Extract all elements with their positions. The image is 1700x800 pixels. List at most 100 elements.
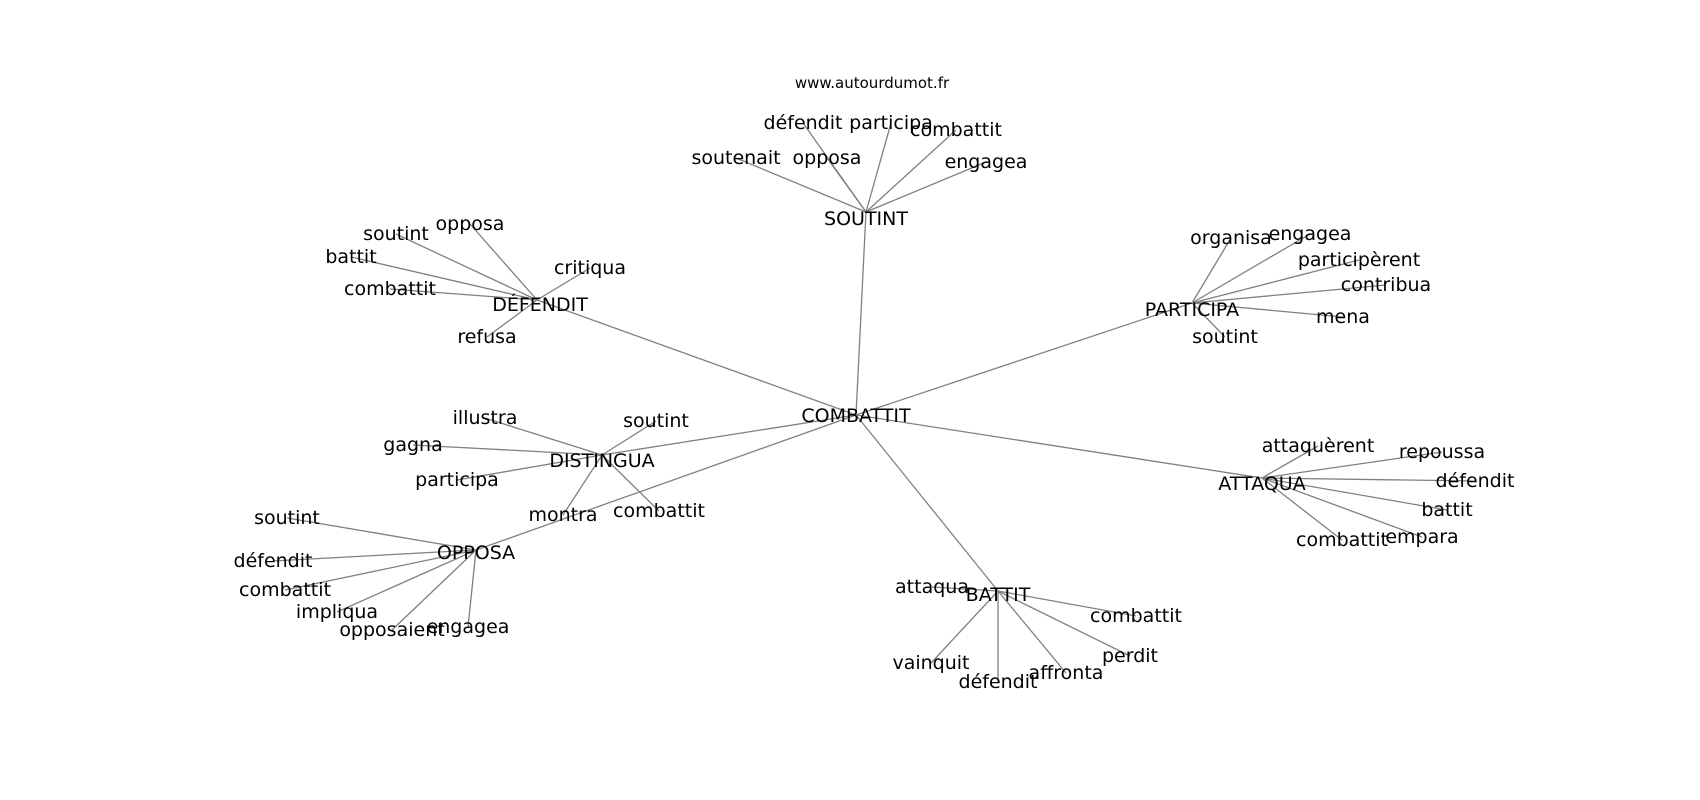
edge-opposa-leaf [272,549,477,562]
leaf-word-attaqua: défendit [1436,470,1515,492]
graph-edges [272,122,1476,682]
edge-battit-leaf [997,590,1131,657]
edge-attaqua-leaf [1261,477,1476,482]
edge-battit-leaf [931,586,999,592]
edge-center-distingua [601,414,857,456]
edge-battit-leaf [997,590,1137,617]
branch-node-soutint: SOUTINT [824,208,908,230]
leaf-word-soutint: opposa [793,147,862,169]
center-node-label: COMBATTIT [801,405,911,427]
edge-opposa-leaf [391,549,477,631]
leaf-word-soutint: combattit [910,119,1002,141]
branch-node-battit: BATTIT [966,584,1031,606]
leaf-word-defendit: soutint [363,223,429,245]
leaf-word-opposa: soutint [254,507,320,529]
edge-distingua-leaf [601,454,660,512]
leaf-word-battit: perdit [1102,645,1158,667]
leaf-word-distingua: soutint [623,410,689,432]
leaf-word-opposa: impliqua [296,601,378,623]
leaf-word-defendit: opposa [436,213,505,235]
edge-opposa-leaf [467,549,477,628]
edge-center-opposa [475,414,857,551]
leaf-word-participa: participèrent [1298,249,1420,271]
leaf-word-defendit: combattit [344,278,436,300]
leaf-word-opposa: opposaient [339,619,444,641]
leaf-word-battit: combattit [1090,605,1182,627]
edge-defendit-leaf [536,267,591,301]
leaf-word-soutint: participa [849,112,933,134]
edge-distingua-leaf [412,444,603,456]
edge-opposa-leaf [284,549,477,591]
leaf-word-defendit: battit [325,246,376,268]
leaf-word-participa: soutint [1192,326,1258,348]
leaf-word-defendit: refusa [457,326,516,348]
edge-opposa-leaf [336,549,477,613]
edge-defendit-leaf [469,223,538,301]
edge-center-defendit [536,299,857,416]
edge-distingua-leaf [456,454,603,481]
edge-soutint-leaf [865,129,957,213]
edge-distingua-leaf [601,420,657,456]
edge-attaqua-leaf [1261,445,1319,479]
edge-soutint-leaf [735,157,867,213]
branch-node-distingua: DISTINGUA [549,450,654,472]
leaf-word-defendit: critiqua [554,257,626,279]
branch-node-attaqua: ATTAQUA [1218,473,1305,495]
edge-attaqua-leaf [1261,477,1343,541]
leaf-word-attaqua: combattit [1296,529,1388,551]
edge-center-attaqua [855,414,1263,479]
leaf-word-attaqua: attaquèrent [1262,435,1375,457]
edge-participa-leaf [1191,259,1360,304]
leaf-word-battit: vainquit [892,652,969,674]
leaf-word-attaqua: empara [1385,526,1458,548]
edge-participa-leaf [1191,302,1344,318]
leaf-word-distingua: montra [528,504,597,526]
leaf-word-participa: contribua [1341,274,1431,296]
edge-distingua-leaf [562,454,603,516]
leaf-word-attaqua: repoussa [1399,441,1485,463]
edge-defendit-leaf [486,299,538,338]
leaf-word-soutint: défendit [764,112,843,134]
leaf-word-participa: organisa [1190,227,1272,249]
edge-defendit-leaf [395,233,538,301]
leaf-word-opposa: défendit [234,550,313,572]
edge-distingua-leaf [484,417,603,456]
leaf-word-opposa: combattit [239,579,331,601]
edge-attaqua-leaf [1261,477,1423,538]
edge-soutint-leaf [865,122,892,213]
leaf-word-battit: défendit [959,671,1038,693]
edge-opposa-leaf [286,517,477,551]
branch-node-defendit: DÉFENDIT [492,293,588,316]
edge-defendit-leaf [350,256,538,301]
edge-participa-leaf [1191,284,1387,304]
edge-participa-leaf [1191,302,1226,338]
branch-node-participa: PARTICIPA [1145,299,1239,321]
edge-attaqua-leaf [1261,451,1443,479]
edge-soutint-leaf [865,161,987,213]
edge-battit-leaf [930,590,999,664]
edge-battit-leaf [997,590,1067,674]
leaf-word-distingua: illustra [453,407,518,429]
leaf-word-opposa: engagea [427,616,510,638]
edge-attaqua-leaf [1261,477,1448,511]
leaf-word-distingua: combattit [613,500,705,522]
leaf-word-attaqua: battit [1421,499,1472,521]
leaf-word-participa: mena [1316,306,1370,328]
edge-soutint-leaf [826,157,867,213]
leaf-word-soutint: engagea [945,151,1028,173]
edge-center-participa [855,302,1193,416]
leaf-word-distingua: gagna [383,434,442,456]
branch-node-opposa: OPPOSA [437,542,515,564]
edge-participa-leaf [1191,237,1232,304]
leaf-word-soutint: soutenait [691,147,780,169]
leaf-word-distingua: participa [415,469,499,491]
edge-defendit-leaf [389,288,538,301]
edge-participa-leaf [1191,233,1311,304]
leaf-word-battit: attaqua [895,576,969,598]
edge-center-soutint [855,211,867,416]
edge-center-battit [855,414,999,592]
leaf-word-battit: affronta [1029,662,1104,684]
site-url-label: www.autourdumot.fr [795,74,950,92]
